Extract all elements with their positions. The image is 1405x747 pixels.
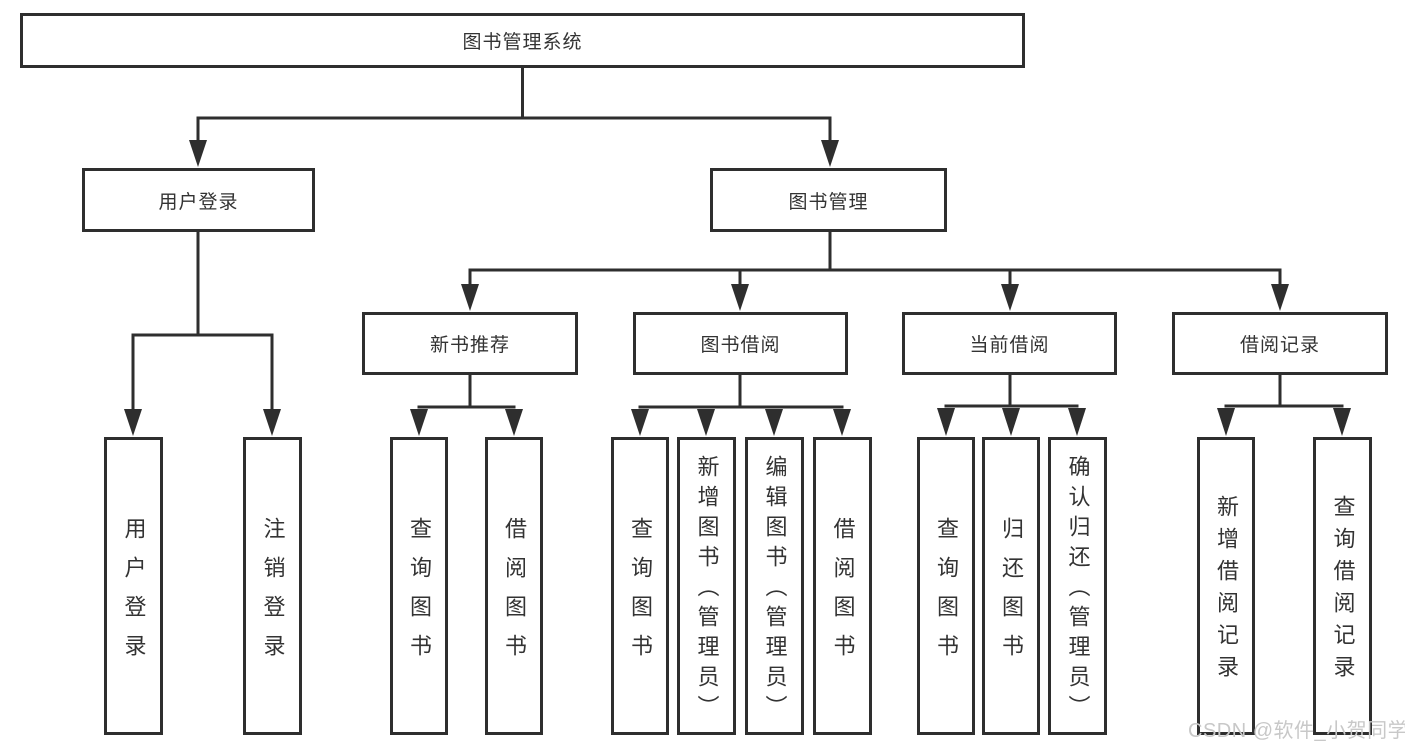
node-borrow-records: 借阅记录 [1172, 312, 1388, 375]
node-label: 借阅图书 [830, 516, 856, 673]
leaf-query-borrow-record: 查询借阅记录 [1313, 437, 1372, 735]
leaf-edit-books-admin: 编辑图书（管理员） [745, 437, 804, 735]
node-label: 查询图书 [628, 516, 653, 673]
node-label: 借阅记录 [1239, 335, 1320, 356]
node-label: 新书推荐 [429, 335, 510, 356]
leaf-confirm-return-admin: 确认归还（管理员） [1048, 437, 1107, 735]
node-label: 注销登录 [260, 516, 286, 673]
leaf-query-books-recommend: 查询图书 [390, 437, 448, 735]
node-label: 当前借阅 [969, 335, 1050, 356]
node-label: 图书借阅 [700, 335, 781, 356]
node-current-borrow: 当前借阅 [902, 312, 1117, 375]
node-label: 查询图书 [407, 516, 432, 673]
node-label: 用户登录 [121, 516, 147, 673]
leaf-return-books: 归还图书 [982, 437, 1040, 735]
node-book-borrow: 图书借阅 [633, 312, 848, 375]
node-label: 新增借阅记录 [1214, 495, 1239, 687]
node-library-system: 图书管理系统 [20, 13, 1025, 68]
node-label: 归还图书 [999, 516, 1024, 673]
leaf-user-login: 用户登录 [104, 437, 163, 735]
node-label: 图书管理 [788, 191, 869, 213]
node-new-book-recommend: 新书推荐 [362, 312, 578, 375]
arrowheads [124, 140, 1351, 436]
node-label: 用户登录 [158, 191, 239, 213]
leaf-borrow-books-recommend: 借阅图书 [485, 437, 543, 735]
node-label: 借阅图书 [502, 516, 527, 673]
node-label: 图书管理系统 [462, 32, 583, 53]
node-book-management: 图书管理 [710, 168, 947, 232]
node-label: 查询图书 [934, 516, 959, 673]
leaf-add-books-admin: 新增图书（管理员） [677, 437, 736, 735]
leaf-query-books-current: 查询图书 [917, 437, 975, 735]
node-label: 新增图书（管理员） [694, 455, 720, 725]
node-label: 查询借阅记录 [1330, 495, 1356, 687]
leaf-add-borrow-record: 新增借阅记录 [1197, 437, 1255, 735]
node-user-login: 用户登录 [82, 168, 315, 232]
leaf-query-books-borrow: 查询图书 [611, 437, 669, 735]
node-label: 编辑图书（管理员） [762, 455, 788, 725]
leaf-borrow-books: 借阅图书 [813, 437, 872, 735]
node-label: 确认归还（管理员） [1065, 455, 1091, 725]
leaf-logout: 注销登录 [243, 437, 302, 735]
csdn-watermark: CSDN @软件_小贺同学 [1188, 720, 1405, 742]
